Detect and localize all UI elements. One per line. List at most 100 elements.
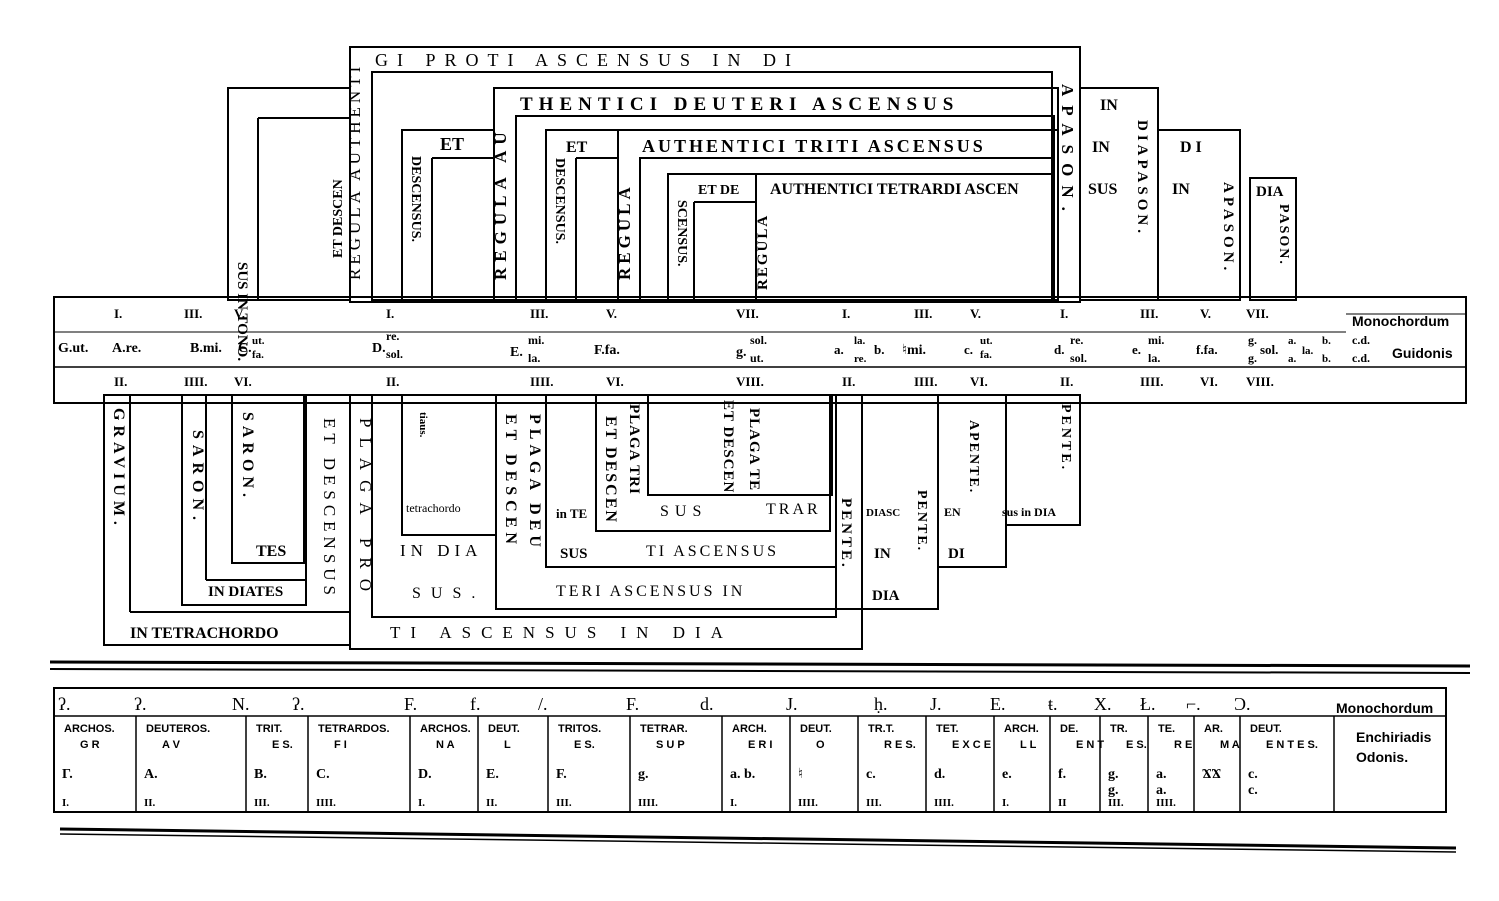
separator-rules bbox=[49, 660, 1471, 853]
odonis-header-2: R E bbox=[1174, 739, 1192, 751]
label-et-2: ET bbox=[566, 139, 588, 156]
odonis-header-2: E X C E bbox=[952, 739, 991, 751]
odonis-frame bbox=[53, 687, 1447, 813]
label-plaga-pro: PLAGA PRO bbox=[356, 418, 375, 601]
guidonis-upper-numeral: I. bbox=[842, 306, 850, 321]
odonis-numeral: III. bbox=[556, 797, 572, 809]
guidonis-note: a. bbox=[834, 342, 844, 357]
guidonis-note: la. bbox=[1302, 345, 1314, 357]
odonis-header-1: DEUT. bbox=[800, 723, 832, 735]
label-diasc: DIASC bbox=[866, 507, 900, 519]
odonis-note: D. bbox=[418, 767, 432, 782]
label-pente-2: PENTE. bbox=[914, 490, 929, 552]
guidonis-note: ut. bbox=[252, 335, 265, 347]
guidonis-note: f.fa. bbox=[1196, 342, 1218, 357]
label-in-3: IN bbox=[1172, 181, 1190, 198]
odonis-numeral: III. bbox=[866, 797, 882, 809]
odonis-neume: d. bbox=[700, 694, 714, 714]
odonis-note-2: c. bbox=[1248, 783, 1258, 798]
odonis-header-2: E S. bbox=[272, 739, 293, 751]
label-en: EN bbox=[944, 505, 961, 519]
odonis-neume: F. bbox=[626, 694, 639, 714]
guidonis-lower-numeral: IIII. bbox=[914, 374, 938, 389]
guidonis-lower-numeral: IIII. bbox=[1140, 374, 1164, 389]
odonis-neume: X. bbox=[1094, 694, 1112, 714]
guidonis-lower-numeral: VI. bbox=[1200, 374, 1218, 389]
odonis-header-1: TRITOS. bbox=[558, 723, 601, 735]
label-in-te: in TE bbox=[556, 506, 587, 521]
odonis-header-1: TR. bbox=[1110, 723, 1128, 735]
label-tetrachordo: tetrachordo bbox=[406, 501, 461, 515]
odonis-neume: ʔ. bbox=[134, 694, 147, 714]
guidonis-note: c.d. bbox=[1352, 351, 1370, 365]
odonis-header-1: TR.T. bbox=[868, 723, 894, 735]
bracket-tes bbox=[231, 394, 305, 564]
label-in-1: IN bbox=[1100, 97, 1118, 114]
guidonis-upper-numerals: I.III.V.I.III.V.VII.I.III.V.I.III.V.VII. bbox=[114, 306, 1269, 321]
label-plaga-tri: PLAGA TRI bbox=[626, 404, 642, 495]
guidonis-upper-numeral: V. bbox=[234, 306, 245, 321]
odonis-numeral: IIII. bbox=[1156, 797, 1176, 809]
guidonis-upper-numeral: I. bbox=[386, 306, 394, 321]
odonis-neume: J. bbox=[786, 694, 798, 714]
guidonis-lower-numeral: VI. bbox=[606, 374, 624, 389]
label-regula-2: REGULA bbox=[755, 214, 771, 290]
odonis-neume: ʔ. bbox=[58, 694, 71, 714]
guidonis-lower-numeral: II. bbox=[386, 374, 399, 389]
guidonis-upper-numeral: VII. bbox=[736, 306, 759, 321]
bracket-triti-inner bbox=[639, 157, 1055, 301]
odonis-numeral: I. bbox=[1002, 797, 1009, 809]
label-et-descen-1: ET DESCEN bbox=[502, 414, 519, 549]
guidonis-note: G.ut. bbox=[58, 341, 88, 356]
label-apason-2: APASON. bbox=[1220, 182, 1236, 274]
odonis-neume-row: ʔ.ʔ.N.ʔ.F.f./.F.d.J.ḥ.J.E.ŧ.X.Ł.⌐.Ɔ. bbox=[58, 694, 1251, 714]
odonis-side-1: Enchiriadis bbox=[1356, 729, 1432, 745]
odonis-header-2: E S. bbox=[574, 739, 595, 751]
label-ti-ascensus-in-dia: TI ASCENSUS IN DIA bbox=[390, 623, 733, 642]
odonis-neume: J. bbox=[930, 694, 942, 714]
guidonis-note: la. bbox=[854, 335, 866, 347]
guidonis-upper-numeral: III. bbox=[1140, 306, 1158, 321]
odonis-title: Monochordum bbox=[1336, 700, 1433, 716]
label-sus-3: SUS bbox=[560, 546, 588, 562]
odonis-numeral: IIII. bbox=[934, 797, 954, 809]
odonis-header-1: ARCHOS. bbox=[64, 723, 115, 735]
odonis-header-2: M A bbox=[1220, 739, 1240, 751]
label-sus-4: SUS bbox=[660, 503, 707, 520]
odonis-note: F. bbox=[556, 767, 567, 782]
odonis-note: e. bbox=[1002, 767, 1012, 782]
bracket-sus-in-dia bbox=[1005, 394, 1081, 526]
label-saron-2: SARON. bbox=[239, 412, 256, 502]
guidonis-note: re. bbox=[1070, 333, 1083, 347]
guidonis-upper-numeral: V. bbox=[606, 306, 617, 321]
guidonis-note: sol. bbox=[1260, 342, 1278, 357]
odonis-numeral: II. bbox=[144, 797, 156, 809]
odonis-note: g. bbox=[638, 767, 649, 782]
odonis-header-1: DEUTEROS. bbox=[146, 723, 210, 735]
bracket-plaga-te bbox=[647, 394, 833, 496]
odonis-header-2: L bbox=[504, 739, 511, 751]
odonis-header-2: L L bbox=[1020, 739, 1037, 751]
odonis-note: f. bbox=[1058, 767, 1066, 782]
guidonis-lower-numeral: VI. bbox=[970, 374, 988, 389]
guidonis-note: D. bbox=[372, 341, 386, 356]
label-et-de: ET DE bbox=[698, 183, 739, 198]
label-pason-1: PASON. bbox=[1276, 204, 1291, 266]
bracket-sus-in-tono bbox=[227, 87, 351, 301]
label-regula-1: REGULA bbox=[615, 183, 634, 280]
label-regula-au: REGULA AU bbox=[491, 126, 510, 280]
odonis-neume: ⌐. bbox=[1186, 694, 1201, 714]
label-regula-authenti: REGULA AUTHENTI bbox=[345, 63, 364, 280]
odonis-neume: f. bbox=[470, 694, 481, 714]
label-sus-2: SUS. bbox=[412, 585, 485, 602]
guidonis-note: A.re. bbox=[112, 341, 141, 356]
odonis-neume: E. bbox=[990, 694, 1006, 714]
guidonis-lower-numeral: IIII. bbox=[530, 374, 554, 389]
odonis-header-2: N A bbox=[436, 739, 455, 751]
guidonis-lower-numeral: II. bbox=[1060, 374, 1073, 389]
label-et-1: ET bbox=[440, 134, 464, 154]
label-gravium: GRAVIUM. bbox=[110, 408, 127, 530]
guidonis-note: g. bbox=[1248, 351, 1257, 365]
label-dia-2: DIA bbox=[872, 588, 900, 604]
guidonis-note: ut. bbox=[980, 335, 993, 347]
